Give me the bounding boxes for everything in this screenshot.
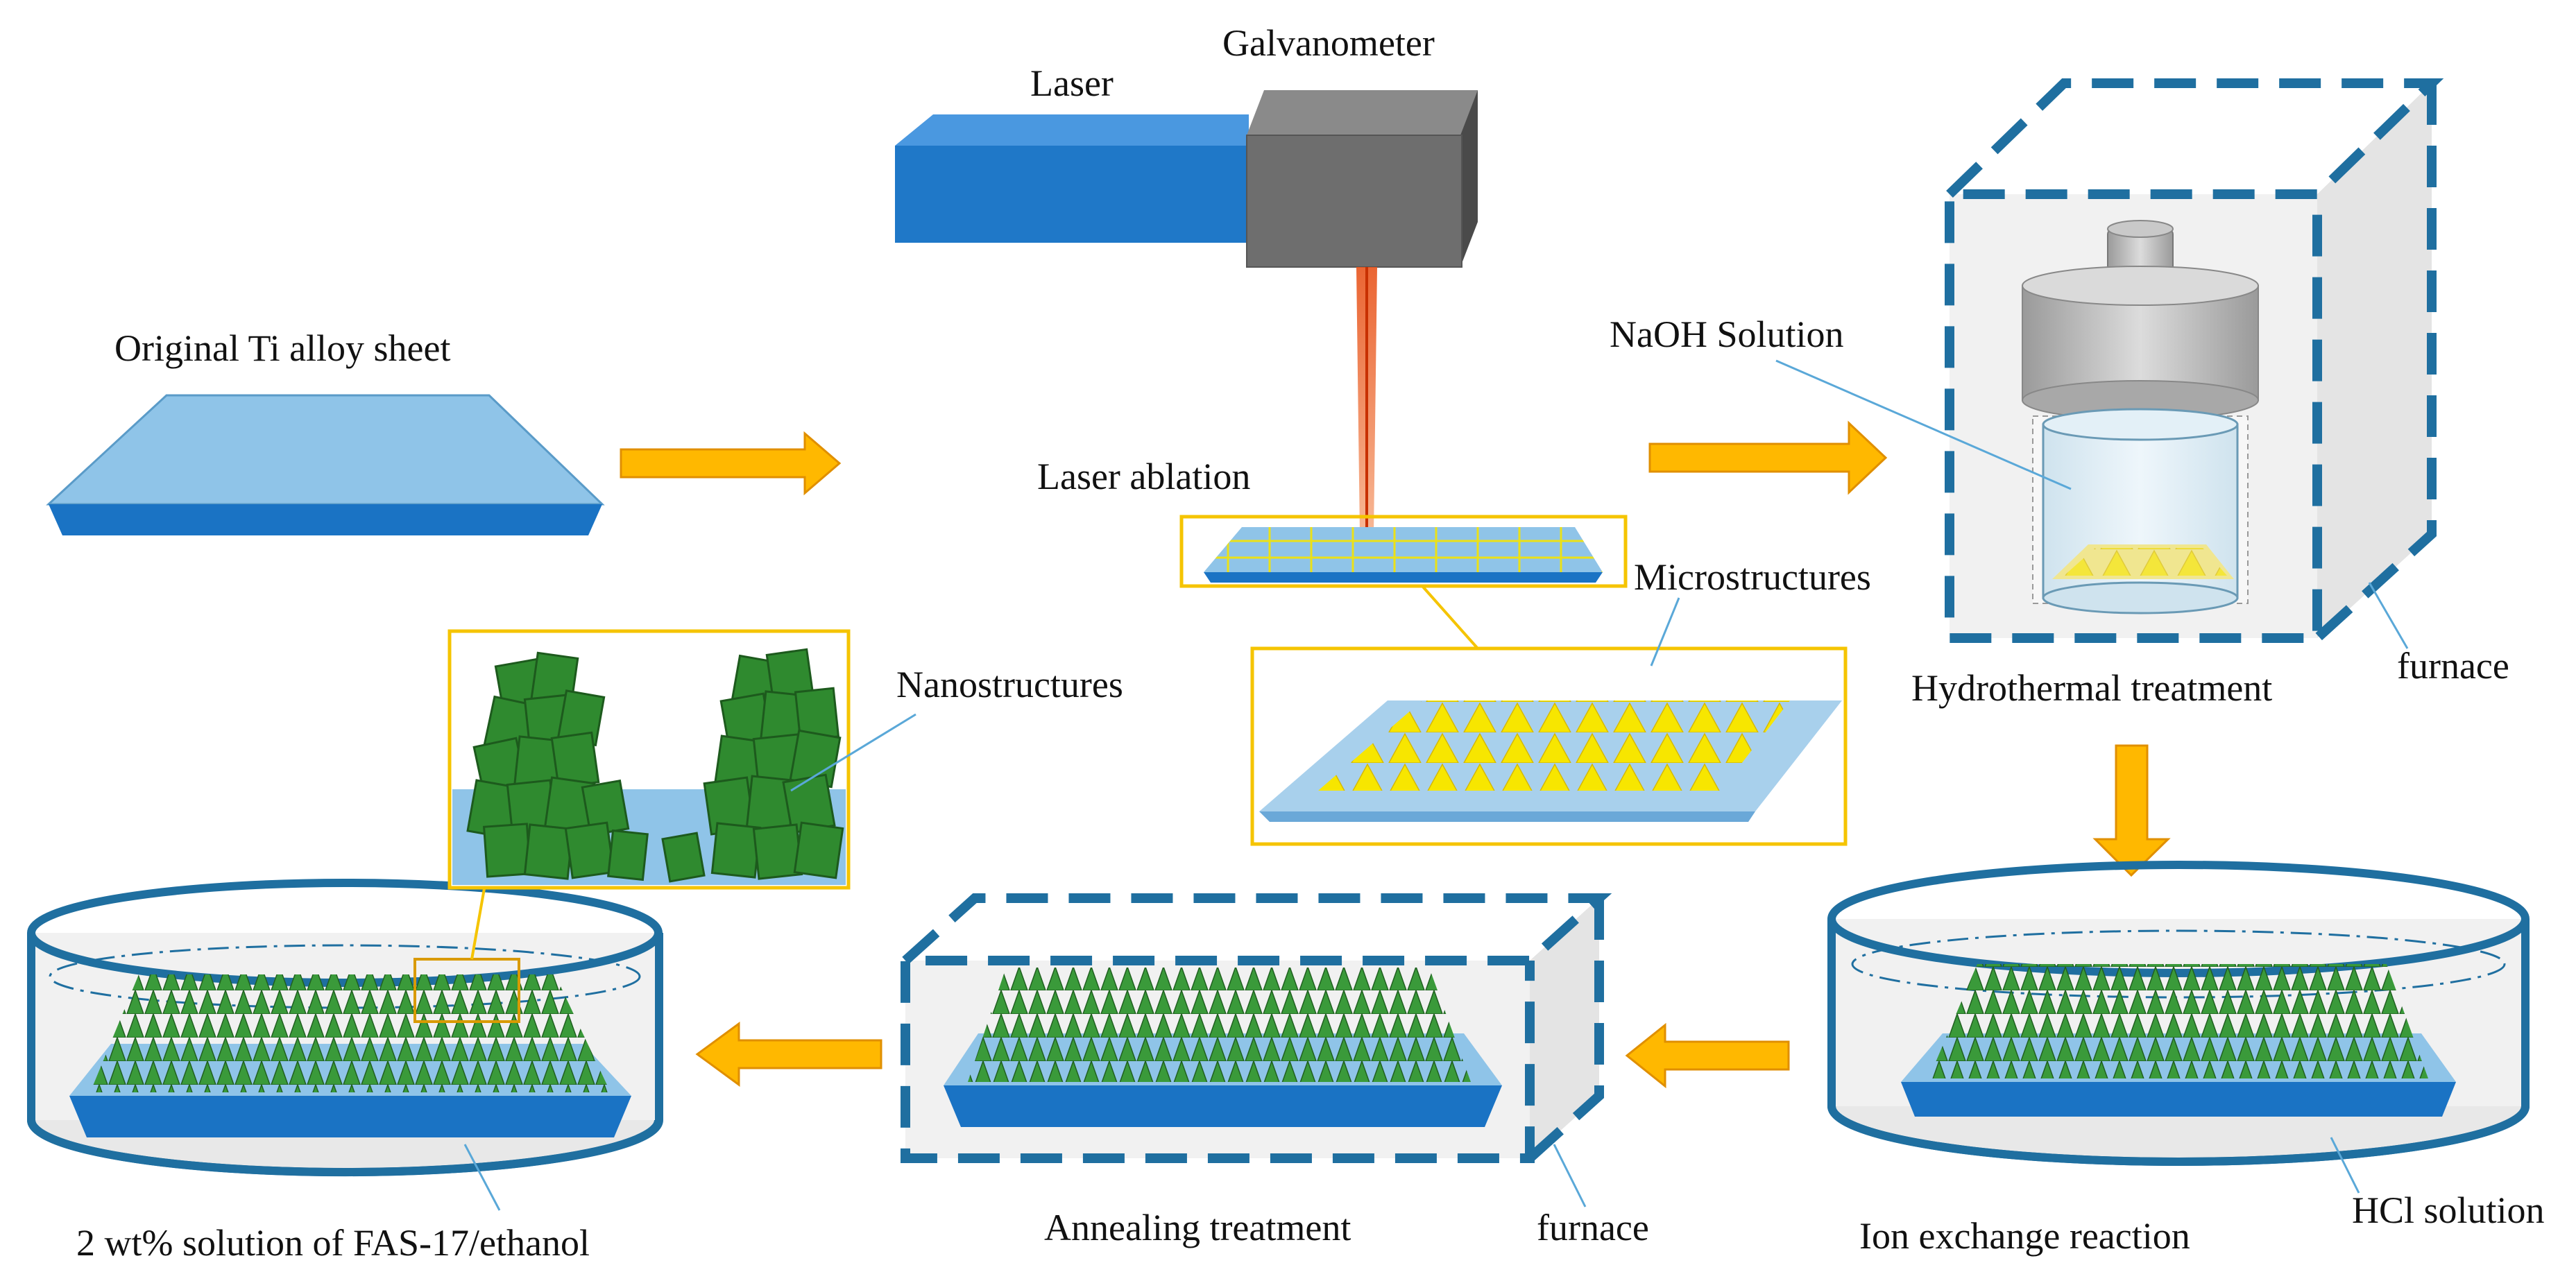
furnace-bottom-leader <box>1553 1144 1587 1207</box>
arrow-right-1 <box>620 431 842 496</box>
ion-exchange-vessel <box>1827 861 2530 1166</box>
laser-ablation-label: Laser ablation <box>1037 456 1250 497</box>
annealing-furnace <box>901 893 1612 1163</box>
laser-label: Laser <box>1030 62 1114 104</box>
nano-connector <box>470 880 487 960</box>
annealing-label: Annealing treatment <box>1044 1207 1351 1248</box>
microstructures-label: Microstructures <box>1634 556 1871 598</box>
ablated-sheet <box>1204 527 1603 583</box>
arrow-right-2 <box>1648 420 1888 495</box>
fas-vessel <box>27 879 663 1177</box>
hydrothermal-label: Hydrothermal treatment <box>1911 667 2272 709</box>
nanostructures-label: Nanostructures <box>896 664 1123 705</box>
ablation-frame <box>1179 515 1628 588</box>
galvanometer-unit <box>1246 90 1478 268</box>
microstructure-sheet <box>1259 700 1842 822</box>
nanostructures-leader <box>790 713 916 792</box>
naoh-label: NaOH Solution <box>1610 313 1844 355</box>
ablation-connector <box>1421 585 1479 650</box>
hcl-leader <box>2330 1137 2360 1194</box>
arrow-left-1 <box>1625 1022 1790 1089</box>
naoh-leader <box>1775 359 2072 490</box>
furnace-top-label: furnace <box>2397 645 2509 687</box>
laser-unit <box>895 114 1249 243</box>
furnace-bottom-label: furnace <box>1537 1207 1649 1248</box>
original-ti-sheet <box>46 394 605 535</box>
fas-leader <box>463 1144 501 1211</box>
autoclave <box>2022 220 2259 614</box>
galvanometer-label: Galvanometer <box>1222 22 1435 64</box>
original-sheet-label: Original Ti alloy sheet <box>114 327 451 369</box>
arrow-left-2 <box>695 1022 882 1087</box>
furnace-top-leader <box>2368 582 2409 649</box>
hcl-label: HCl solution <box>2352 1189 2545 1231</box>
microstructures-leader <box>1650 597 1680 667</box>
ion-exchange-label: Ion exchange reaction <box>1859 1215 2190 1257</box>
nanostructure-inset <box>447 629 851 890</box>
arrow-down <box>2092 744 2171 877</box>
fas-label: 2 wt% solution of FAS-17/ethanol <box>76 1222 590 1264</box>
